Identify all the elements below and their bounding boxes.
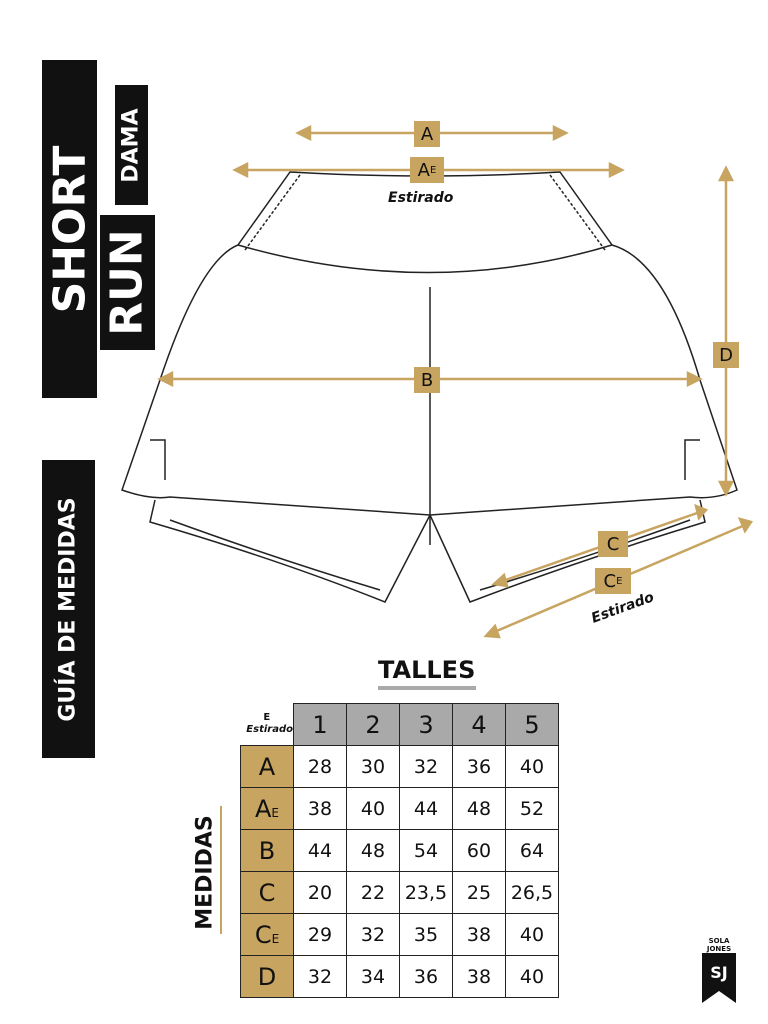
- value-cell: 32: [346, 913, 400, 956]
- logo-mark: SJ: [710, 963, 727, 982]
- logo-ribbon: SJ: [702, 953, 736, 1003]
- value-cell: 25: [452, 871, 506, 914]
- measures-label: MEDIDAS: [192, 815, 218, 930]
- ae-caption: Estirado: [388, 190, 454, 206]
- title-dama-box: DAMA: [115, 85, 148, 205]
- measure-letter: C: [258, 878, 276, 907]
- label-c: C: [598, 531, 628, 557]
- value-cell: 32: [293, 955, 347, 998]
- label-a: A: [414, 121, 440, 147]
- value-cell: 20: [293, 871, 347, 914]
- label-d: D: [713, 342, 739, 368]
- size-header: 2: [346, 703, 400, 746]
- value-cell: 38: [293, 787, 347, 830]
- measure-label-cell: C: [240, 871, 294, 914]
- size-header: 1: [293, 703, 347, 746]
- value-cell: 22: [346, 871, 400, 914]
- value-cell: 60: [452, 829, 506, 872]
- label-ae-letter: A: [417, 159, 430, 181]
- measure-label-cell: D: [240, 955, 294, 998]
- size-header: 5: [505, 703, 559, 746]
- value-cell: 36: [452, 745, 506, 788]
- measure-letter: D: [257, 962, 277, 991]
- value-cell: 40: [505, 913, 559, 956]
- label-ce-sub: E: [616, 575, 623, 587]
- corner-word: Estirado: [246, 724, 293, 736]
- measure-arrows: [157, 124, 754, 639]
- measure-sub: E: [271, 805, 279, 820]
- value-cell: 36: [399, 955, 453, 998]
- sola-jones-logo: SOLA JONES SJ: [700, 937, 738, 1007]
- measure-letter: B: [258, 836, 276, 865]
- measure-label-cell: CE: [240, 913, 294, 956]
- value-cell: 30: [346, 745, 400, 788]
- value-cell: 40: [346, 787, 400, 830]
- measure-letter: C: [254, 920, 272, 949]
- measure-label-cell: A: [240, 745, 294, 788]
- value-cell: 29: [293, 913, 347, 956]
- value-cell: 48: [452, 787, 506, 830]
- measure-letter: A: [254, 794, 272, 823]
- value-cell: 38: [452, 955, 506, 998]
- measures-line: [220, 806, 222, 934]
- measure-label-cell: AE: [240, 787, 294, 830]
- size-header: 4: [452, 703, 506, 746]
- label-ae-sub: E: [430, 164, 437, 176]
- value-cell: 32: [399, 745, 453, 788]
- value-cell: 35: [399, 913, 453, 956]
- measure-sub: E: [271, 931, 280, 946]
- shorts-outline: [121, 171, 738, 603]
- corner-letter: E: [263, 712, 271, 724]
- value-cell: 28: [293, 745, 347, 788]
- value-cell: 40: [505, 745, 559, 788]
- value-cell: 44: [293, 829, 347, 872]
- logo-brand: SOLA JONES: [706, 937, 732, 953]
- label-ce-letter: C: [603, 570, 617, 592]
- sizes-title: TALLES: [378, 656, 476, 684]
- value-cell: 64: [505, 829, 559, 872]
- shorts-diagram: [121, 124, 754, 639]
- label-b: B: [414, 367, 440, 393]
- value-cell: 52: [505, 787, 559, 830]
- value-cell: 26,5: [505, 871, 559, 914]
- value-cell: 54: [399, 829, 453, 872]
- value-cell: 48: [346, 829, 400, 872]
- title-run-box: RUN: [100, 215, 155, 350]
- value-cell: 44: [399, 787, 453, 830]
- title-short-box: SHORT: [42, 60, 97, 398]
- guide-title-box: GUÍA DE MEDIDAS: [42, 460, 95, 758]
- value-cell: 34: [346, 955, 400, 998]
- value-cell: 40: [505, 955, 559, 998]
- value-cell: 38: [452, 913, 506, 956]
- value-cell: 23,5: [399, 871, 453, 914]
- sizes-title-underline: [378, 686, 476, 690]
- size-header: 3: [399, 703, 453, 746]
- measure-letter: A: [258, 752, 276, 781]
- measure-label-cell: B: [240, 829, 294, 872]
